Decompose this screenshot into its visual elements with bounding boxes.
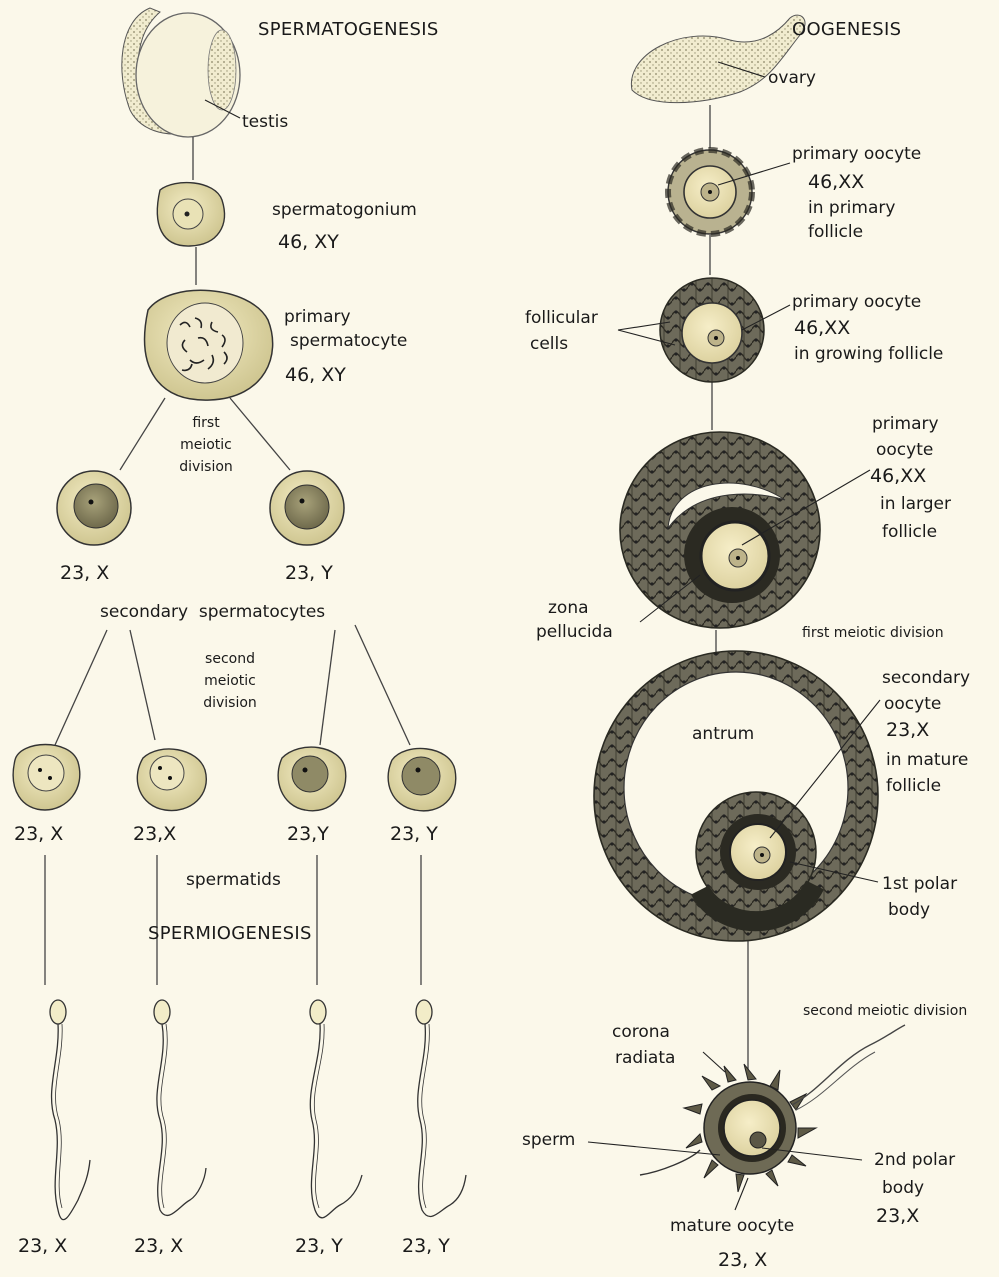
spermatid-karyotype-1: 23, X xyxy=(14,822,63,846)
zona-pellucida-label-2: pellucida xyxy=(536,620,613,644)
secondary-spermatocytes-label: secondary spermatocytes xyxy=(100,600,325,624)
first-meiotic-division-1: first xyxy=(192,412,219,434)
primary-spermatocyte-cell xyxy=(145,290,273,400)
second-meiotic-division-oo: second meiotic division xyxy=(803,1000,967,1022)
growing-follicle xyxy=(660,278,764,382)
secondary-oocyte-label-1: secondary xyxy=(882,666,970,690)
primary-spermatocyte-label-2: spermatocyte xyxy=(290,329,407,353)
primary-oocyte-3-label-2: oocyte xyxy=(876,438,933,462)
primary-oocyte-1-location-2: follicle xyxy=(808,220,863,244)
primary-spermatocyte-label-1: primary xyxy=(284,305,351,329)
second-polar-body-label-1: 2nd polar xyxy=(874,1148,955,1172)
mature-follicle xyxy=(594,651,878,941)
corona-radiata-label-2: radiata xyxy=(615,1046,675,1070)
sperm-1 xyxy=(50,1000,90,1220)
first-meiotic-division-2: meiotic xyxy=(180,434,232,456)
testis-drawing xyxy=(122,8,240,137)
secondary-left-karyotype: 23, X xyxy=(60,561,109,585)
secondary-oocyte-karyotype: 23,X xyxy=(886,718,929,742)
primary-oocyte-1-karyotype: 46,XX xyxy=(808,170,864,194)
oogenesis-heading: OOGENESIS xyxy=(792,18,901,42)
primary-oocyte-2-karyotype: 46,XX xyxy=(794,316,850,340)
mature-oocyte-label: mature oocyte xyxy=(670,1214,794,1238)
first-meiotic-division-oo: first meiotic division xyxy=(802,622,944,644)
sperm-karyotype-1: 23, X xyxy=(18,1234,67,1258)
corona-radiata-label-1: corona xyxy=(612,1020,670,1044)
follicular-cells-label-2: cells xyxy=(530,332,568,356)
primary-oocyte-3-location-1: in larger xyxy=(880,492,951,516)
spermatid-1 xyxy=(13,745,80,811)
spermatid-karyotype-4: 23, Y xyxy=(390,822,438,846)
sperm-4 xyxy=(416,1000,466,1216)
sperm-karyotype-3: 23, Y xyxy=(295,1234,343,1258)
second-polar-body-karyotype: 23,X xyxy=(876,1204,919,1228)
larger-follicle xyxy=(620,432,820,628)
spermatid-3 xyxy=(278,747,346,811)
secondary-oocyte-location-1: in mature xyxy=(886,748,968,772)
primary-oocyte-3-label-1: primary xyxy=(872,412,939,436)
primary-follicle xyxy=(668,150,752,234)
spermatogonium-karyotype: 46, XY xyxy=(278,230,339,254)
primary-spermatocyte-karyotype: 46, XY xyxy=(285,363,346,387)
second-meiotic-division-2: meiotic xyxy=(204,670,256,692)
primary-oocyte-3-karyotype: 46,XX xyxy=(870,464,926,488)
mature-oocyte-karyotype: 23, X xyxy=(718,1248,767,1272)
antrum-label: antrum xyxy=(692,722,754,746)
primary-oocyte-3-location-2: follicle xyxy=(882,520,937,544)
spermatid-4 xyxy=(388,749,456,811)
zona-pellucida-label-1: zona xyxy=(548,596,589,620)
testis-label: testis xyxy=(242,110,288,134)
sperm-label: sperm xyxy=(522,1128,575,1152)
spermatid-karyotype-2: 23,X xyxy=(133,822,176,846)
sperm-karyotype-2: 23, X xyxy=(134,1234,183,1258)
sperm-karyotype-4: 23, Y xyxy=(402,1234,450,1258)
spermatogonium-cell xyxy=(157,183,224,246)
sperm-drawings xyxy=(50,1000,466,1220)
second-polar-body-label-2: body xyxy=(882,1176,924,1200)
spermatid-2 xyxy=(137,749,206,811)
spermiogenesis-heading: SPERMIOGENESIS xyxy=(148,922,312,946)
spermatid-karyotype-3: 23,Y xyxy=(287,822,329,846)
mature-oocyte-drawing xyxy=(640,1025,905,1192)
follicular-cells-label-1: follicular xyxy=(525,306,598,330)
ovary-label: ovary xyxy=(768,66,816,90)
sperm-2 xyxy=(154,1000,206,1215)
first-meiotic-division-3: division xyxy=(179,456,233,478)
spermatogonium-label: spermatogonium xyxy=(272,198,417,222)
primary-oocyte-2-location: in growing follicle xyxy=(794,342,943,366)
primary-oocyte-2-label: primary oocyte xyxy=(792,290,921,314)
secondary-right-karyotype: 23, Y xyxy=(285,561,333,585)
primary-oocyte-1-location-1: in primary xyxy=(808,196,895,220)
spermatids-label: spermatids xyxy=(186,868,281,892)
spermatogenesis-heading: SPERMATOGENESIS xyxy=(258,18,439,42)
secondary-spermatocyte-right xyxy=(270,471,344,545)
second-meiotic-division-1: second xyxy=(205,648,255,670)
secondary-spermatocyte-left xyxy=(57,471,131,545)
secondary-oocyte-label-2: oocyte xyxy=(884,692,941,716)
primary-oocyte-1-label: primary oocyte xyxy=(792,142,921,166)
secondary-oocyte-location-2: follicle xyxy=(886,774,941,798)
first-polar-body-label-1: 1st polar xyxy=(882,872,957,896)
second-meiotic-division-3: division xyxy=(203,692,257,714)
sperm-3 xyxy=(310,1000,362,1218)
first-polar-body-label-2: body xyxy=(888,898,930,922)
